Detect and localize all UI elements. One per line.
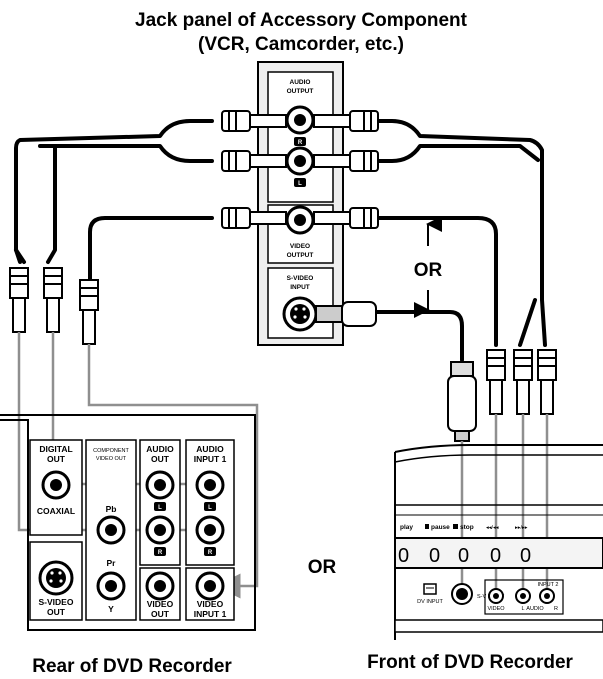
svideo-out-l2: OUT	[47, 607, 66, 617]
front-pause: pause	[431, 524, 450, 531]
video-out-l2: OUT	[151, 609, 170, 619]
front-digit-2: 0	[429, 545, 440, 567]
front-panel: play pause stop ◂◂/◂◂ ▸▸/▸▸ 0 0 0 0 0 DV…	[394, 444, 603, 640]
front-rew: ◂◂/◂◂	[486, 525, 499, 531]
audio-input1-l1: AUDIO	[196, 444, 224, 454]
rca-plugs-right	[447, 349, 557, 442]
rear-panel: DIGITAL OUT COAXIAL COMPONENT VIDEO OUT …	[0, 414, 256, 631]
audio-input1-l2: INPUT 1	[194, 454, 227, 464]
front-digit-3: 0	[458, 545, 469, 567]
front-digit-1: 0	[398, 545, 409, 567]
component-l2: VIDEO OUT	[96, 456, 127, 462]
front-digit-5: 0	[520, 545, 531, 567]
title-top-line2: (VCR, Camcorder, etc.)	[198, 34, 404, 55]
audio-out-l1: AUDIO	[146, 444, 174, 454]
pb-label: Pb	[106, 504, 117, 514]
acc-svideo-input-l2: INPUT	[290, 284, 310, 291]
rear-audio-input-badge-r: R	[208, 550, 213, 556]
title-rear: Rear of DVD Recorder	[32, 656, 232, 677]
front-audio: AUDIO	[526, 606, 544, 612]
rear-audio-out-badge-r: R	[158, 550, 163, 556]
video-input1-l1: VIDEO	[197, 599, 224, 609]
acc-video-output-l2: OUTPUT	[287, 252, 314, 259]
svideo-out-l1: S-VIDEO	[39, 597, 74, 607]
acc-audio-output-l2: OUTPUT	[287, 88, 314, 95]
front-stop: stop	[460, 524, 474, 531]
title-front: Front of DVD Recorder	[367, 652, 573, 673]
title-top-line1: Jack panel of Accessory Component	[135, 10, 468, 31]
black-cables	[14, 119, 547, 362]
front-play: play	[400, 524, 413, 531]
front-l: L	[521, 606, 524, 612]
acc-svideo-input-l1: S-VIDEO	[287, 275, 314, 282]
coaxial-label: COAXIAL	[37, 506, 75, 516]
front-r: R	[554, 606, 558, 612]
or-label-middle: OR	[308, 557, 337, 578]
digital-out-l1: DIGITAL	[39, 444, 72, 454]
front-input2: INPUT 2	[538, 582, 559, 588]
pr-label: Pr	[107, 558, 117, 568]
digital-out-l2: OUT	[47, 454, 66, 464]
video-input1-l2: INPUT 1	[194, 609, 227, 619]
acc-video-output-l1: VIDEO	[290, 243, 310, 250]
accessory-panel: AUDIO OUTPUT R L VIDEO OUTPUT S-VIDEO IN…	[257, 61, 344, 346]
video-out-l1: VIDEO	[147, 599, 174, 609]
front-dv-input: DV INPUT	[417, 599, 443, 605]
rear-audio-input-badge-l: L	[208, 505, 212, 511]
front-video: VIDEO	[487, 606, 505, 612]
rear-audio-out-badge-l: L	[158, 505, 162, 511]
component-l1: COMPONENT	[93, 448, 129, 454]
front-digit-4: 0	[490, 545, 501, 567]
y-label: Y	[108, 604, 114, 614]
acc-badge-l: L	[298, 181, 302, 187]
front-ffw: ▸▸/▸▸	[515, 525, 528, 531]
acc-badge-r: R	[298, 140, 303, 146]
or-label-top: OR	[414, 260, 443, 281]
rca-plugs-accessory	[221, 110, 379, 327]
audio-out-l2: OUT	[151, 454, 170, 464]
acc-audio-output-l1: AUDIO	[290, 79, 311, 86]
